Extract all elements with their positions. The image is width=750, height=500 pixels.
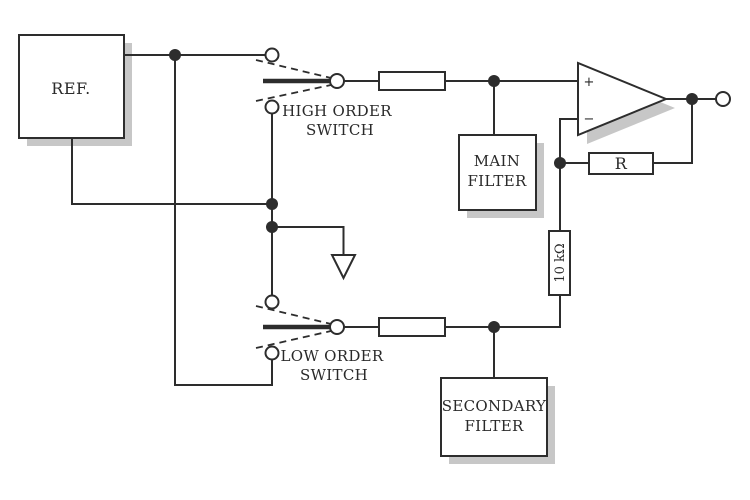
- low-order-switch: LOW ORDER SWITCH: [255, 294, 384, 384]
- junction-dot: [266, 221, 278, 233]
- secondary-filter-box: [440, 377, 548, 457]
- secondary-filter-label-line2: FILTER: [464, 417, 524, 435]
- secondary-filter-label-line1: SECONDARY: [442, 397, 547, 415]
- opamp-triangle: [577, 61, 669, 137]
- low-path-resistor: [378, 317, 446, 337]
- wire-ground-branch: [272, 226, 345, 255]
- junction-dot: [169, 49, 181, 61]
- low-switch-bottom-contact: [264, 345, 280, 361]
- junction-dot: [686, 93, 698, 105]
- junction-dots: [169, 49, 698, 333]
- low-switch-throw-lower-dashed: [255, 330, 332, 349]
- main-filter-block: MAIN FILTER: [458, 134, 537, 211]
- feedback-resistor-box: [588, 152, 654, 175]
- vertical-resistor-10k: 10 kΩ: [548, 230, 571, 296]
- resistor-10k-box: [548, 230, 571, 296]
- high-order-switch: HIGH ORDER SWITCH: [255, 47, 392, 139]
- wire-r-to-output: [653, 99, 693, 164]
- low-switch-label-line2: SWITCH: [300, 366, 368, 384]
- resistor-10k-label: 10 kΩ: [553, 243, 568, 282]
- wire-10k-to-low-resistor: [445, 295, 561, 328]
- main-filter-label-line1: MAIN: [474, 152, 520, 170]
- ref-block: REF.: [18, 34, 125, 139]
- opamp-plus-sign: +: [584, 75, 595, 90]
- high-switch-throw-upper-dashed: [255, 59, 332, 79]
- secondary-filter-block: SECONDARY FILTER: [440, 377, 548, 457]
- main-filter-label-line2: FILTER: [467, 172, 527, 190]
- junction-dot: [488, 321, 500, 333]
- feedback-resistor: R: [588, 152, 654, 175]
- wire-ref-to-low-bottom-contact: [174, 55, 273, 386]
- junction-dot: [266, 198, 278, 210]
- low-switch-top-contact: [264, 294, 280, 310]
- high-switch-pole: [329, 73, 345, 89]
- main-filter-box: [458, 134, 537, 211]
- high-switch-label-line1: HIGH ORDER: [282, 102, 392, 120]
- feedback-resistor-label: R: [615, 154, 628, 173]
- high-path-resistor: [378, 71, 446, 91]
- ref-box: [18, 34, 125, 139]
- opamp: + −: [577, 61, 669, 137]
- junction-dot: [554, 157, 566, 169]
- wire-minus-input-to-10k: [559, 118, 578, 231]
- low-switch-label-line1: LOW ORDER: [280, 347, 383, 365]
- low-switch-pole: [329, 319, 345, 335]
- junction-dot: [488, 75, 500, 87]
- high-switch-top-contact: [264, 47, 280, 63]
- wire-ref-bottom-to-junction: [71, 138, 272, 205]
- ground-icon: [330, 254, 357, 281]
- high-switch-label-line2: SWITCH: [306, 121, 374, 139]
- low-switch-throw-upper-dashed: [255, 305, 332, 325]
- output-terminal: [715, 91, 731, 107]
- ref-label: REF.: [51, 79, 90, 98]
- high-switch-bottom-contact: [264, 99, 280, 115]
- high-switch-throw-lower-dashed: [255, 84, 332, 102]
- opamp-minus-sign: −: [584, 112, 595, 127]
